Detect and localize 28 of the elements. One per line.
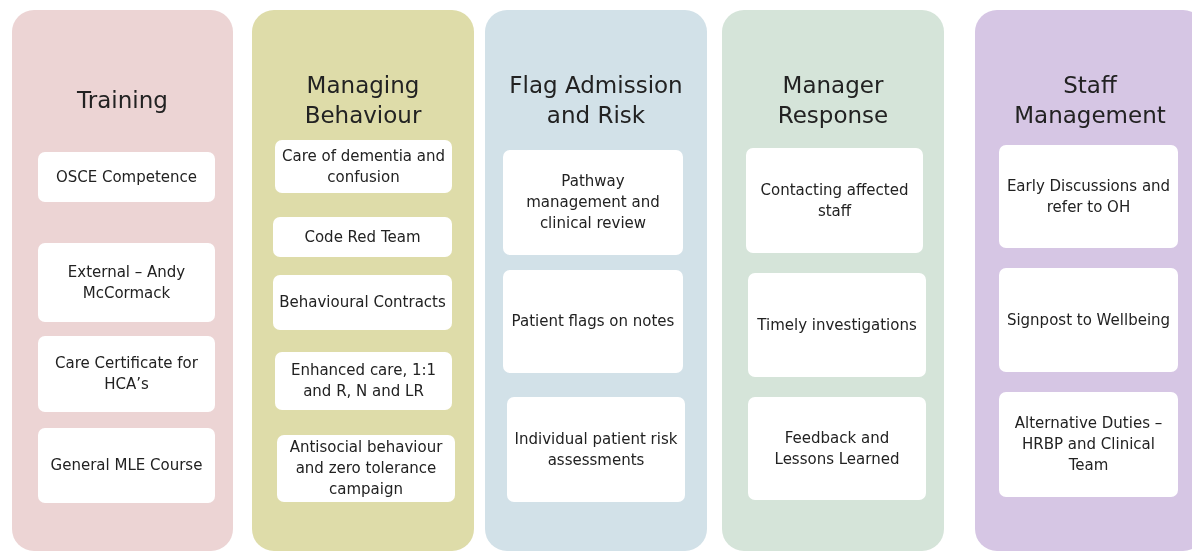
item-card: Alternative Duties – HRBP and Clinical Team (999, 392, 1178, 497)
category-column (975, 10, 1192, 551)
item-card: Timely investigations (748, 273, 926, 377)
item-card: OSCE Competence (38, 152, 215, 202)
column-heading: Staff Management (1013, 71, 1167, 130)
item-card: Pathway management and clinical review (503, 150, 683, 255)
category-column (485, 10, 707, 551)
item-card: General MLE Course (38, 428, 215, 503)
column-heading: Managing Behaviour (303, 71, 423, 130)
item-card: Early Discussions and refer to OH (999, 145, 1178, 248)
item-card: Behavioural Contracts (273, 275, 452, 330)
item-card: Code Red Team (273, 217, 452, 257)
item-card: Enhanced care, 1:1 and R, N and LR (275, 352, 452, 410)
category-column (722, 10, 944, 551)
column-heading: Training (77, 86, 168, 115)
item-card: Individual patient risk assessments (507, 397, 685, 502)
category-column (12, 10, 233, 551)
item-card: Feedback and Lessons Learned (748, 397, 926, 500)
item-card: Patient flags on notes (503, 270, 683, 373)
category-column (252, 10, 474, 551)
item-card: Contacting affected staff (746, 148, 923, 253)
column-heading: Flag Admission and Risk (508, 71, 684, 130)
item-card: External – Andy McCormack (38, 243, 215, 322)
item-card: Signpost to Wellbeing (999, 268, 1178, 372)
column-heading: Manager Response (776, 71, 890, 130)
item-card: Care Certificate for HCA’s (38, 336, 215, 412)
item-card: Care of dementia and confusion (275, 140, 452, 193)
item-card: Antisocial behaviour and zero tolerance campaign (277, 435, 455, 502)
